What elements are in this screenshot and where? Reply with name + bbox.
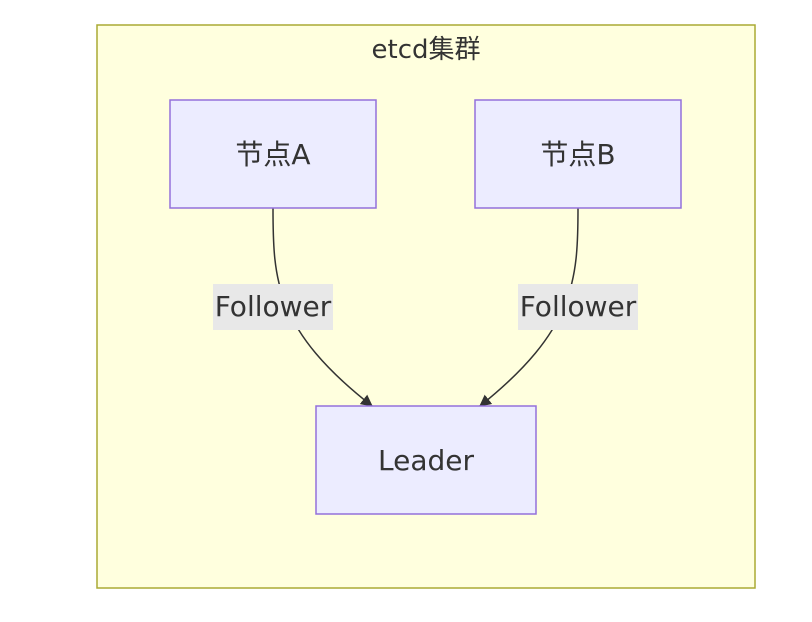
node-b[interactable]: 节点B: [474, 99, 682, 209]
node-a-label: 节点A: [235, 138, 310, 171]
node-b-label: 节点B: [540, 138, 615, 171]
cluster-title: etcd集群: [372, 35, 481, 65]
node-a-box[interactable]: [169, 99, 377, 209]
edge-label-b-text: Follower: [520, 290, 637, 323]
edge-label-a-bg: [213, 284, 333, 330]
node-a[interactable]: 节点A: [169, 99, 377, 209]
node-leader-label: Leader: [378, 444, 474, 477]
node-leader-box[interactable]: [315, 405, 537, 515]
edge-label-b-bg: [518, 284, 638, 330]
edge-label-a-text: Follower: [215, 290, 332, 323]
node-leader[interactable]: Leader: [315, 405, 537, 515]
edge-label-b: Follower: [518, 284, 638, 330]
node-b-box[interactable]: [474, 99, 682, 209]
edge-label-a: Follower: [213, 284, 333, 330]
